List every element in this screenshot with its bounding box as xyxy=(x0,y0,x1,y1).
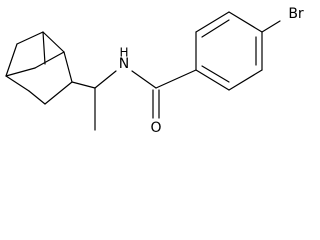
bond-ring-5 xyxy=(228,69,263,91)
bond-cage-10 xyxy=(42,31,46,65)
ethyl-linker xyxy=(71,70,117,131)
bond-ring-2 xyxy=(195,11,230,33)
bond-carbonyl-to-ring xyxy=(155,69,197,89)
atom-label-h: H xyxy=(119,46,128,60)
bond-cage-6 xyxy=(28,90,46,105)
bond-ring-3 xyxy=(228,11,263,33)
bond-ring-to-br xyxy=(261,20,281,33)
structure-diagram: N H O Br xyxy=(5,6,304,136)
bond-cage-to-ch xyxy=(71,81,96,89)
bond-cage-8 xyxy=(5,67,36,77)
bond-ch-to-n xyxy=(94,70,117,89)
atom-label-n: N xyxy=(119,56,129,72)
bond-cage-4 xyxy=(63,51,73,83)
bond-n-to-carbonyl xyxy=(131,70,157,89)
norbornane-cage xyxy=(5,31,73,105)
bond-ring-double-3 xyxy=(201,65,230,83)
bond-cage-3 xyxy=(42,31,65,53)
atom-label-o: O xyxy=(150,120,161,136)
molecule-canvas: N H O Br xyxy=(5,6,304,136)
bond-cage-2 xyxy=(16,31,44,45)
bond-ring-double-1 xyxy=(201,19,230,38)
bond-ring-6 xyxy=(195,69,230,91)
amide-group xyxy=(131,69,197,119)
bond-cage-1 xyxy=(5,43,18,77)
bond-cage-5 xyxy=(44,81,73,105)
bond-cage-9 xyxy=(34,51,65,69)
atom-label-br: Br xyxy=(288,6,304,22)
bond-cage-7 xyxy=(5,75,30,92)
benzene-ring xyxy=(195,11,263,91)
